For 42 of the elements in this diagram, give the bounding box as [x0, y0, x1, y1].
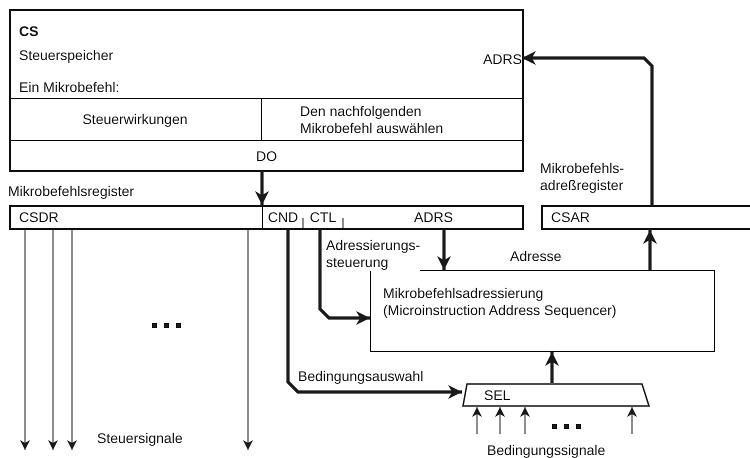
signal-label: Bedingungssignale — [487, 442, 606, 458]
signal-arrow — [495, 406, 505, 434]
memory-block — [9, 9, 524, 172]
node-label: DO — [256, 148, 277, 165]
signal-label: Adresse — [510, 248, 562, 265]
block-title: CS — [19, 23, 38, 40]
signal-arrow — [520, 406, 530, 434]
node-label: Steuerwirkungen — [82, 111, 188, 128]
node-label: Mikrobefehlsadressierung (Microinstruction Address Sequencer) — [383, 285, 618, 319]
register-box — [541, 205, 750, 230]
arrow — [437, 230, 451, 270]
register-caption: Mikrobefehls- adreßregister — [540, 160, 624, 194]
selector-trapezoid — [462, 383, 650, 407]
signal-arrow — [472, 406, 482, 434]
field-cell — [9, 98, 262, 140]
edge-label: Adressierungs- steuerung — [326, 237, 420, 271]
arrow — [545, 352, 559, 383]
register-box — [9, 205, 524, 230]
node-label: ADRS — [414, 209, 453, 226]
signal-label: Steuersignale — [97, 430, 183, 447]
register-caption: Mikrobefehlsregister — [8, 183, 134, 200]
arrow — [318, 230, 370, 325]
node-label: SEL — [484, 386, 510, 404]
node-label: CTL — [310, 209, 336, 226]
node-label: CSDR — [19, 209, 59, 226]
node-label: CSAR — [551, 209, 590, 226]
node-label: Den nachfolgenden Mikrobefehl auswählen — [300, 102, 444, 136]
signal-arrow — [67, 230, 77, 450]
signal-arrow — [20, 230, 30, 450]
arrow — [643, 230, 657, 270]
signal-arrow — [627, 406, 637, 434]
signal-arrow — [243, 230, 253, 450]
arrow — [522, 51, 654, 205]
node-label: ADRS — [483, 50, 522, 68]
node-label: CND — [268, 209, 298, 226]
edge-label: Bedingungsauswahl — [298, 368, 424, 385]
arrow — [255, 172, 269, 205]
sequencer-box — [370, 270, 715, 352]
arrow — [286, 230, 462, 399]
block-text: Steuerspeicher — [19, 47, 114, 64]
block-text: Ein Mikrobefehl: — [19, 79, 120, 96]
signal-arrow — [48, 230, 58, 450]
